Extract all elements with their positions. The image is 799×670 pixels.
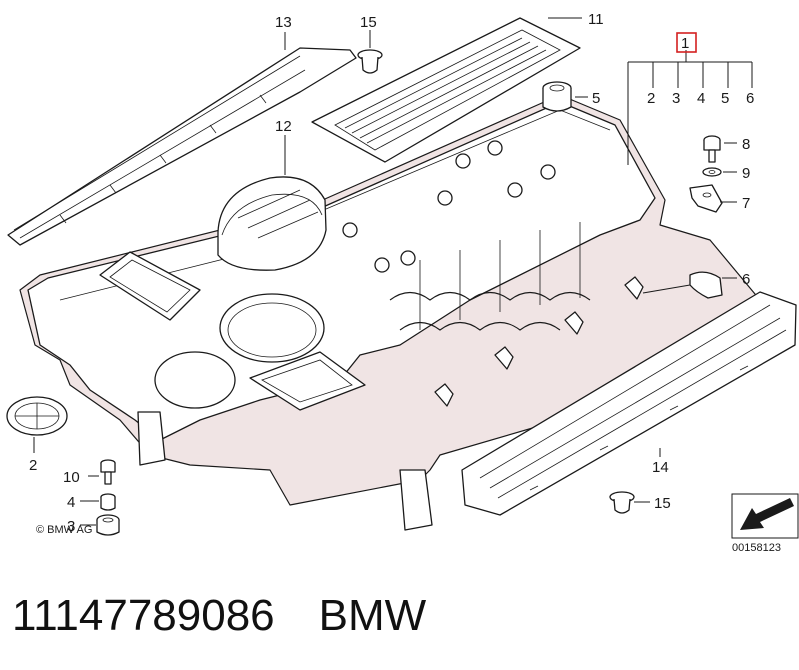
grommet-bottom[interactable] xyxy=(609,491,635,514)
part-number: 11147789086 xyxy=(12,591,275,640)
callout-8[interactable]: 8 xyxy=(742,136,750,153)
callout-highlight-box xyxy=(676,32,697,53)
bracket-callout-6[interactable]: 6 xyxy=(746,90,754,107)
copyright-notice: © BMW AG xyxy=(36,524,93,536)
callout-11[interactable]: 11 xyxy=(588,11,604,28)
bracket-callout-4[interactable]: 4 xyxy=(697,90,705,107)
bmw-emblem-2[interactable] xyxy=(6,396,68,436)
callout-3[interactable]: 3 xyxy=(67,518,75,535)
side-cover-strip-right[interactable] xyxy=(461,291,797,516)
callout-4[interactable]: 4 xyxy=(67,494,75,511)
leader-lines xyxy=(33,17,753,526)
callout-6[interactable]: 6 xyxy=(742,271,750,288)
callout-1[interactable]: 1 xyxy=(681,35,689,52)
sleeve-4[interactable] xyxy=(100,493,116,511)
orientation-arrow-icon xyxy=(731,493,799,539)
seal-strip-left[interactable] xyxy=(7,47,357,246)
rubber-bushing-5[interactable] xyxy=(542,81,572,112)
parts-diagram: 1 2 3 4 5 6 13 15 11 5 8 9 7 12 6 2 10 4… xyxy=(6,11,799,539)
bolt-10[interactable] xyxy=(100,459,116,485)
callout-5[interactable]: 5 xyxy=(592,90,600,107)
bracket-callout-5[interactable]: 5 xyxy=(721,90,729,107)
washer-9[interactable] xyxy=(702,167,722,177)
top-cover-strip[interactable] xyxy=(311,17,581,163)
callouts: 1 2 3 4 5 6 13 15 11 5 8 9 7 12 6 2 10 4… xyxy=(29,11,754,535)
bracket-callout-2[interactable]: 2 xyxy=(647,90,655,107)
callout-7[interactable]: 7 xyxy=(742,195,750,212)
bracket-callout-3[interactable]: 3 xyxy=(672,90,680,107)
part-caption: 11147789086 BMW xyxy=(12,586,426,646)
callout-12[interactable]: 12 xyxy=(275,118,292,135)
callout-15-top[interactable]: 15 xyxy=(360,14,377,31)
callout-13[interactable]: 13 xyxy=(275,14,292,31)
clip-6[interactable] xyxy=(689,271,723,299)
oil-filler-cap-cover[interactable] xyxy=(217,176,327,271)
callout-14[interactable]: 14 xyxy=(652,459,669,476)
rubber-mount-3[interactable] xyxy=(96,514,120,536)
callout-10[interactable]: 10 xyxy=(63,469,80,486)
brand-name: BMW xyxy=(318,591,427,640)
bracket-7[interactable] xyxy=(689,184,723,213)
bolt-8[interactable] xyxy=(703,135,721,163)
callout-2[interactable]: 2 xyxy=(29,457,37,474)
callout-15-bottom[interactable]: 15 xyxy=(654,495,671,512)
callout-9[interactable]: 9 xyxy=(742,165,750,182)
diagram-reference-code: 00158123 xyxy=(732,542,781,554)
grommet-top[interactable] xyxy=(357,49,383,74)
